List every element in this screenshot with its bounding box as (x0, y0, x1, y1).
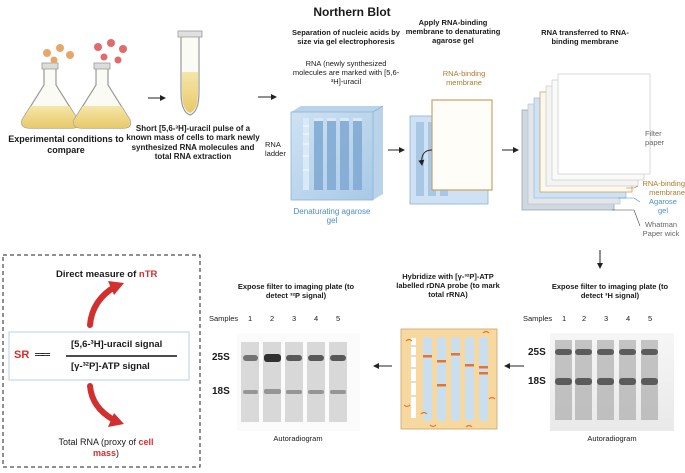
equals-sign: ══ (35, 347, 50, 361)
samples-label-left: Samples (209, 314, 239, 323)
lane-label: 1 (562, 314, 567, 323)
lane-label: 5 (648, 314, 653, 323)
formula-box (2, 254, 201, 468)
stack-membrane-label: RNA-binding membrane (642, 179, 685, 197)
autoradiogram-32p-image (237, 333, 360, 431)
step-separation-label: Separation of nucleic acids by size via … (292, 28, 400, 46)
cell-icons-right (94, 39, 127, 64)
autoradiogram-3h-image (550, 333, 674, 431)
tube-icon (177, 30, 203, 116)
step-apply-label: Apply RNA-binding membrane to denaturati… (405, 18, 501, 45)
red-arrow-down-icon (87, 383, 117, 423)
lane-label: 4 (314, 314, 319, 323)
sr-symbol: SR (14, 349, 30, 361)
whatman-label: Whatman Paper wick (642, 220, 680, 238)
rna-note-label: RNA (newly synthesized molecules are mar… (292, 59, 400, 86)
red-arrow-up-icon (87, 283, 119, 328)
total-rna-label: Total RNA (proxy of cell mass) (56, 437, 156, 459)
page-title: Northern Blot (313, 5, 391, 19)
rna-ladder-label: RNA ladder (265, 140, 286, 158)
step-conditions-label: Experimental conditions to compare (8, 134, 124, 155)
lane-label: 3 (292, 314, 297, 323)
hybridized-membrane-image (400, 328, 498, 430)
transfer-stack-image (521, 73, 651, 227)
gel-image (290, 105, 384, 201)
flask-icon-left (21, 62, 79, 129)
step-expose-3h-label: Expose filter to imaging plate (to detec… (551, 282, 669, 300)
band-25s-label-left: 25S (212, 352, 230, 363)
lane-label: 1 (248, 314, 253, 323)
ntr-term: nTR (138, 269, 158, 280)
lane-label: 2 (582, 314, 587, 323)
band-25s-label-right: 25S (528, 347, 546, 358)
lane-label: 4 (626, 314, 631, 323)
step-expose-32p-label: Expose filter to imaging plate (to detec… (237, 282, 355, 300)
membrane-on-gel-image (409, 99, 493, 205)
autoradiogram-label-right: Autoradiogram (587, 434, 637, 443)
formula-denominator: [γ-³²P]-ATP signal (71, 361, 150, 372)
lane-label: 2 (270, 314, 275, 323)
step-hybridize-label: Hybridize with [γ-³²P]-ATP labelled rDNA… (396, 272, 500, 299)
formula-numerator: [5,6-³H]-uracil signal (71, 339, 163, 350)
band-18s-label-right: 18S (528, 376, 546, 387)
membrane-label: RNA-binding membrane (442, 69, 486, 87)
samples-label-right: Samples (523, 314, 553, 323)
denaturating-gel-label: Denaturating agarose gel (293, 207, 371, 226)
direct-measure-label: Direct measure of nTR (56, 269, 157, 280)
agarose-gel-label: Agarose gel (649, 197, 677, 215)
total-rna-suffix: ) (116, 447, 120, 458)
lane-label: 3 (604, 314, 609, 323)
step-pulse-label: Short [5,6-³H]-uracil pulse of a known m… (126, 124, 260, 162)
autoradiogram-label-left: Autoradiogram (273, 434, 323, 443)
flask-icon-right (73, 62, 131, 129)
band-18s-label-left: 18S (212, 386, 230, 397)
cell-mass-term: cell mass (92, 437, 154, 458)
lane-label: 5 (336, 314, 341, 323)
cell-icons-left (43, 44, 74, 64)
filter-paper-label: Filter paper (645, 129, 665, 147)
total-rna-text: Total RNA (proxy of (58, 437, 139, 447)
direct-measure-text: Direct measure of (56, 269, 139, 280)
step-transfer-label: RNA transferred to RNA-binding membrane (541, 28, 629, 46)
